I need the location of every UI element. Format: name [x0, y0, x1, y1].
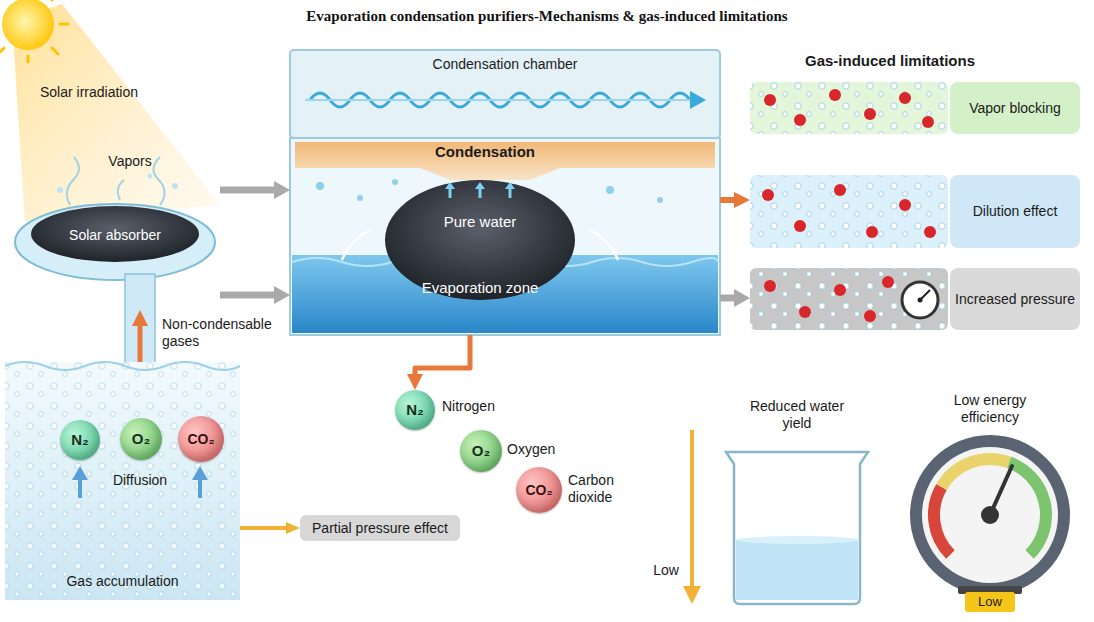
node-text: N₂: [406, 401, 424, 419]
annotation-label: Vapors: [95, 153, 165, 170]
annotation-label: Carbon dioxide: [568, 472, 638, 506]
gas-molecule: CO₂: [516, 467, 562, 513]
node-text: Vapor blocking: [950, 100, 1080, 117]
limitation-panel: Dilution effect: [750, 175, 1080, 248]
node-text: Partial pressure effect: [312, 520, 448, 537]
annotation-label: Nitrogen: [442, 398, 512, 415]
flow-arrow: [220, 292, 274, 299]
annotation-label: Evaporation zone: [395, 279, 565, 297]
flow-arrow: [720, 197, 734, 203]
annotation-label: Condensation: [415, 143, 555, 161]
limitation-panel: Increased pressure: [750, 268, 1080, 330]
node-text: Solar absorber: [69, 227, 161, 244]
flow-arrow: [415, 335, 470, 374]
flow-arrow: [220, 187, 274, 194]
effect-box: Partial pressure effect: [300, 515, 460, 541]
node-text: Low: [978, 594, 1002, 610]
node-text: Dilution effect: [950, 203, 1080, 220]
node-text: CO₂: [525, 482, 552, 499]
solar-absorber: Solar absorber: [10, 160, 220, 310]
annotation-label: Diffusion: [102, 472, 178, 489]
flow-arrow: [720, 295, 734, 302]
annotation-label: Low energy efficiency: [935, 392, 1045, 426]
annotation-label: Pure water: [415, 213, 545, 231]
gas-molecule: N₂: [60, 420, 100, 460]
node-text: O₂: [132, 430, 150, 448]
node-text: Gas accumulation: [66, 573, 178, 590]
gas-molecule: O₂: [460, 430, 502, 472]
annotation-label: Reduced water yield: [737, 398, 857, 432]
node-text: N₂: [71, 431, 89, 449]
annotation-label: Oxygen: [507, 441, 577, 458]
gauge-tag: Low: [965, 592, 1015, 612]
annotation-label: Gas-induced limitations: [780, 52, 1000, 70]
diagram-title: Evaporation condensation purifiers-Mecha…: [0, 8, 1094, 25]
gas-molecule: N₂: [395, 390, 435, 430]
gas-molecule: O₂: [120, 418, 162, 460]
annotation-label: Solar irradiation: [40, 84, 170, 101]
annotation-label: Low: [646, 562, 686, 579]
gas-molecule: CO₂: [178, 416, 224, 462]
limitation-panel: Vapor blocking: [750, 82, 1080, 134]
flow-arrow: [138, 326, 143, 362]
node-text: Increased pressure: [950, 291, 1080, 308]
node-text: O₂: [472, 442, 490, 460]
node-text: Condensation chamber: [433, 56, 578, 73]
flow-arrow: [240, 526, 286, 530]
annotation-label: Non-condensable gases: [162, 316, 282, 350]
node-text: CO₂: [187, 431, 214, 448]
